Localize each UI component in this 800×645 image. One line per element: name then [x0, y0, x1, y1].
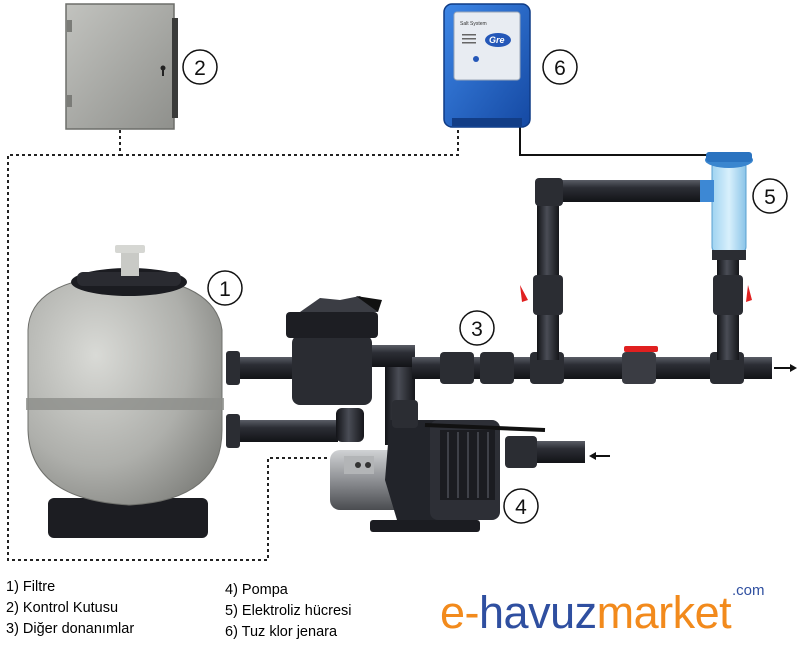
brand-dash: - — [464, 587, 480, 638]
legend-item-pump: 4) Pompa — [225, 582, 288, 598]
controller-title: Salt System — [460, 21, 487, 27]
callout-3: 3 — [459, 310, 495, 346]
legend-item-control-box: 2) Kontrol Kutusu — [6, 600, 119, 616]
callout-6: 6 — [542, 49, 578, 85]
pump — [330, 400, 546, 532]
brand-e: e — [440, 587, 465, 638]
brand-com: .com — [732, 582, 765, 599]
flow-in-arrow-icon — [589, 452, 610, 460]
legend-item-filter: 1) Filtre — [6, 579, 56, 595]
callout-1: 1 — [207, 270, 243, 306]
control-wiring — [7, 130, 459, 561]
callout-5: 5 — [752, 178, 788, 214]
salt-chlorinator-controller: Salt System Gre — [443, 3, 531, 128]
callout-2: 2 — [182, 49, 218, 85]
brand-havuz: havuz — [479, 587, 597, 638]
cell-cable — [519, 127, 710, 156]
sand-filter — [26, 245, 224, 538]
flow-out-arrow-icon — [774, 364, 797, 372]
electrolysis-cell — [700, 152, 753, 260]
callout-5-text: 5 — [764, 186, 776, 209]
controller-logo: Gre — [489, 35, 505, 45]
callout-3-text: 3 — [471, 318, 483, 341]
pre-filter-basket — [286, 296, 382, 405]
callout-2-text: 2 — [194, 57, 206, 80]
legend-item-salt-chlorinator: 6) Tuz klor jenara — [225, 624, 338, 640]
brand-wordmark: e-havuzmarket — [440, 587, 732, 638]
control-box — [65, 3, 178, 130]
callout-6-text: 6 — [554, 57, 566, 80]
legend-left: 1) Filtre 2) Kontrol Kutusu 3) Diğer don… — [6, 577, 134, 640]
callout-4: 4 — [503, 488, 539, 524]
legend-item-other-equipment: 3) Diğer donanımlar — [6, 621, 135, 637]
brand-market: market — [596, 587, 732, 638]
legend-item-electrolysis-cell: 5) Elektroliz hücresi — [225, 603, 352, 619]
brand-logo: e-havuzmarket .com — [440, 582, 790, 638]
callout-4-text: 4 — [515, 496, 527, 519]
callout-1-text: 1 — [219, 278, 231, 301]
legend-right: 4) Pompa 5) Elektroliz hücresi 6) Tuz kl… — [225, 580, 352, 643]
